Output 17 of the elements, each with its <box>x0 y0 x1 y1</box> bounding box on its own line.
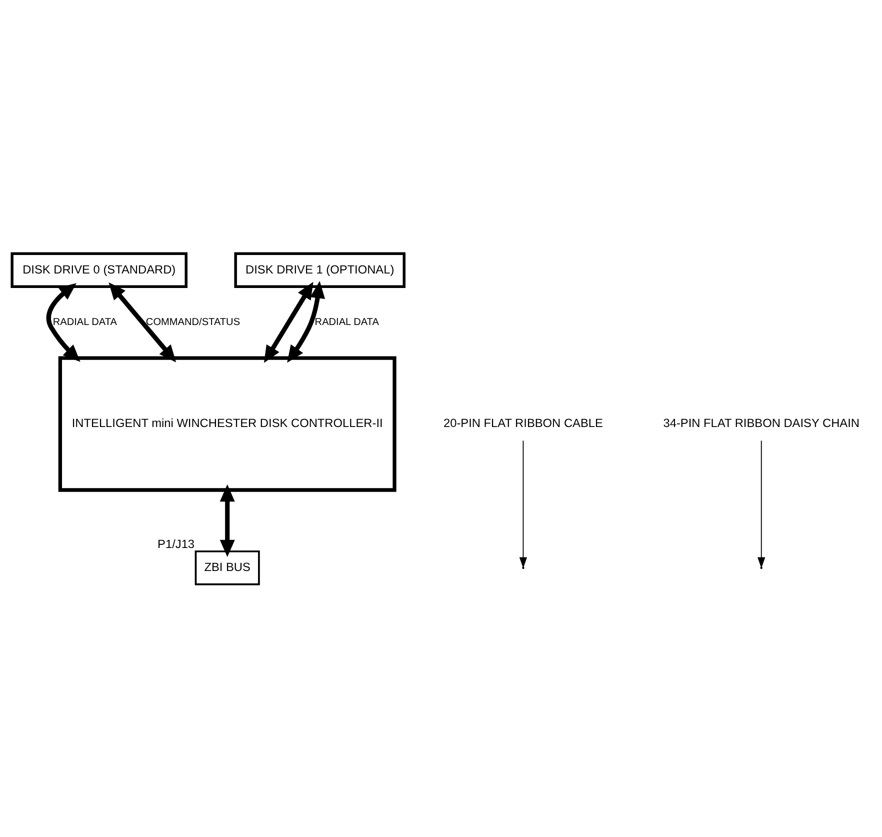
edge-label: RADIAL DATA <box>52 316 117 328</box>
node-box: DISK DRIVE 1 (OPTIONAL) <box>234 252 406 288</box>
node-box: ZBI BUS <box>194 550 260 585</box>
edge-label: RADIAL DATA <box>314 316 379 328</box>
arrow <box>220 484 235 557</box>
node-text: 20-PIN FLAT RIBBON CABLE <box>443 416 603 430</box>
node-box: DISK DRIVE 0 (STANDARD) <box>10 252 188 288</box>
edge-label: COMMAND/STATUS <box>146 316 240 328</box>
arrow <box>758 440 766 568</box>
node-label: P1/J13 <box>158 536 195 551</box>
node-box: INTELLIGENT mini WINCHESTER DISK CONTROLLER-II <box>58 356 396 492</box>
node-text: 34-PIN FLAT RIBBON DAISY CHAIN <box>663 416 860 430</box>
arrow <box>46 282 80 362</box>
arrow <box>287 280 326 362</box>
arrow <box>108 282 176 362</box>
arrow <box>264 281 314 362</box>
arrow <box>519 440 528 568</box>
